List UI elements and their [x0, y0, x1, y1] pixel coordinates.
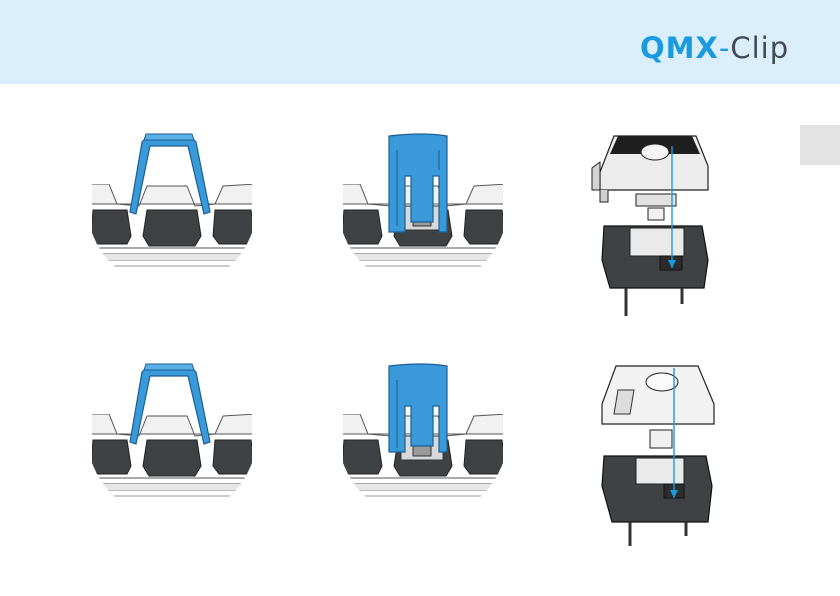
- step6-figure: [590, 360, 730, 550]
- step1-figure: [92, 130, 252, 280]
- clip-hold-illustration: [343, 360, 503, 510]
- step2-figure: [343, 130, 503, 280]
- clip-insert-illustration: [92, 360, 252, 510]
- clip-insert-illustration: [92, 130, 252, 280]
- step3-figure: [580, 128, 730, 328]
- page-header: QMX-Clip: [0, 0, 840, 84]
- clip-hold-illustration: [343, 130, 503, 280]
- brand-logo: QMX-Clip: [640, 28, 789, 68]
- brand-prefix: QMX: [640, 31, 719, 65]
- step5-figure: [343, 360, 503, 510]
- step4-figure: [92, 360, 252, 510]
- switch-exploded-clear-top-illustration: [590, 360, 730, 550]
- brand-suffix: Clip: [730, 31, 789, 65]
- side-tab[interactable]: [800, 125, 840, 165]
- switch-exploded-dark-top-illustration: [580, 128, 730, 328]
- brand-separator: -: [719, 31, 730, 65]
